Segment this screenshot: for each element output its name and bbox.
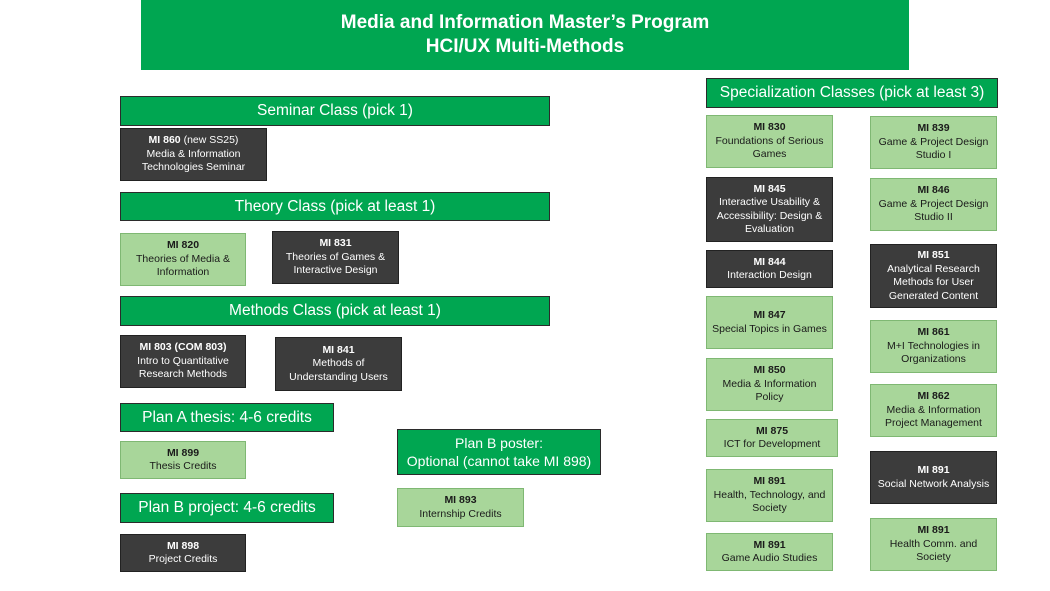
course-box: MI 844 Interaction Design	[706, 250, 833, 288]
course-box: MI 845 Interactive Usability & Accessibi…	[706, 177, 833, 242]
course-name: Health, Technology, and Society	[713, 488, 826, 515]
course-box: MI 899 Thesis Credits	[120, 441, 246, 479]
program-title: Media and Information Master’s Program	[340, 12, 710, 33]
course-name: Internship Credits	[419, 507, 502, 520]
course-code: MI 891	[917, 524, 950, 537]
course-code: MI 841	[322, 343, 355, 356]
course-name: Interactive Usability & Accessibility: D…	[716, 196, 823, 235]
course-box: MI 891 Game Audio Studies	[706, 533, 833, 571]
course-code: MI 891	[753, 538, 786, 551]
course-name: Intro to Quantitative Research Methods	[137, 354, 229, 381]
course-name: M+I Technologies in Organizations	[887, 339, 980, 366]
course-name: Health Comm. and Society	[889, 537, 978, 564]
course-note: (new SS25)	[180, 134, 239, 147]
course-name: Media & Information Policy	[722, 377, 817, 404]
course-code: MI 862	[917, 390, 950, 403]
course-code: MI 839	[917, 122, 950, 135]
course-code: MI 891	[917, 464, 950, 476]
course-code: MI 850	[753, 364, 786, 377]
course-box: MI 861 M+I Technologies in Organizations	[870, 320, 997, 373]
specialization-header: Specialization Classes (pick at least 3)	[706, 78, 998, 108]
course-code: MI 831	[319, 237, 352, 250]
course-name: Project Credits	[148, 553, 218, 565]
program-title-banner: Media and Information Master’s Program H…	[141, 0, 909, 70]
course-name: Theories of Media & Information	[136, 252, 230, 279]
course-name: Analytical Research Methods for User Gen…	[887, 262, 980, 302]
course-box: MI 841 Methods of Understanding Users	[275, 337, 402, 391]
course-name: Game & Project Design Studio II	[878, 197, 989, 224]
course-box: MI 893 Internship Credits	[397, 488, 524, 527]
course-box: MI 831 Theories of Games & Interactive D…	[272, 231, 399, 284]
course-name: Game Audio Studies	[721, 552, 818, 564]
course-box: MI 846 Game & Project Design Studio II	[870, 178, 997, 231]
course-code: MI 891	[753, 475, 786, 488]
course-code: MI 830	[753, 121, 786, 134]
course-box: MI 891 Health, Technology, and Society	[706, 469, 833, 522]
course-name: Theories of Games & Interactive Design	[285, 250, 386, 277]
course-box: MI 860 (new SS25) Media & Information Te…	[120, 128, 267, 181]
course-code: MI 851	[917, 249, 950, 261]
course-code: MI 899	[166, 446, 200, 459]
course-box: MI 891 Health Comm. and Society	[870, 518, 997, 571]
course-code: MI 844	[753, 255, 786, 268]
course-code: MI 875	[755, 424, 789, 437]
course-name: Media & Information Project Management	[885, 403, 982, 430]
course-code: MI 803 (COM 803)	[139, 341, 227, 354]
course-name: Game & Project Design Studio I	[878, 135, 989, 162]
program-subtitle: HCI/UX Multi-Methods	[425, 36, 625, 57]
course-box: MI 851 Analytical Research Methods for U…	[870, 244, 997, 308]
course-code: MI 893	[444, 494, 477, 506]
course-code: MI 847	[753, 309, 786, 321]
course-code: MI 861	[917, 326, 950, 339]
course-name: Thesis Credits	[149, 460, 217, 472]
course-code: MI 846	[917, 184, 950, 197]
course-name: Interaction Design	[727, 269, 812, 281]
course-name: Methods of Understanding Users	[289, 357, 388, 383]
plan-b-poster-line1: Plan B poster:	[455, 435, 543, 451]
course-code: MI 845	[753, 182, 786, 195]
theory-header: Theory Class (pick at least 1)	[120, 192, 550, 221]
methods-header: Methods Class (pick at least 1)	[120, 296, 550, 326]
course-box: MI 862 Media & Information Project Manag…	[870, 384, 997, 437]
course-box: MI 875 ICT for Development	[706, 419, 838, 457]
course-name: Special Topics in Games	[712, 322, 827, 335]
course-code: MI 860	[148, 134, 181, 147]
course-box: MI 847 Special Topics in Games	[706, 296, 833, 349]
course-box: MI 898 Project Credits	[120, 534, 246, 572]
course-name: ICT for Development	[723, 438, 821, 450]
course-box: MI 839 Game & Project Design Studio I	[870, 116, 997, 169]
plan-b-project-header: Plan B project: 4-6 credits	[120, 493, 334, 523]
course-box: MI 850 Media & Information Policy	[706, 358, 833, 411]
course-name: Media & Information Technologies Seminar	[141, 147, 246, 174]
plan-a-header: Plan A thesis: 4-6 credits	[120, 403, 334, 432]
course-code: MI 898	[166, 539, 200, 552]
course-name: Social Network Analysis	[877, 477, 990, 490]
plan-b-poster-line2: Optional (cannot take MI 898)	[406, 453, 592, 469]
course-box: MI 891 Social Network Analysis	[870, 451, 997, 504]
course-box: MI 820 Theories of Media & Information	[120, 233, 246, 286]
course-box: MI 830 Foundations of Serious Games	[706, 115, 833, 168]
course-name: Foundations of Serious Games	[715, 134, 824, 161]
course-code: MI 820	[166, 239, 200, 252]
plan-b-poster-header: Plan B poster: Optional (cannot take MI …	[397, 429, 601, 475]
seminar-header: Seminar Class (pick 1)	[120, 96, 550, 126]
course-box: MI 803 (COM 803) Intro to Quantitative R…	[120, 335, 246, 388]
